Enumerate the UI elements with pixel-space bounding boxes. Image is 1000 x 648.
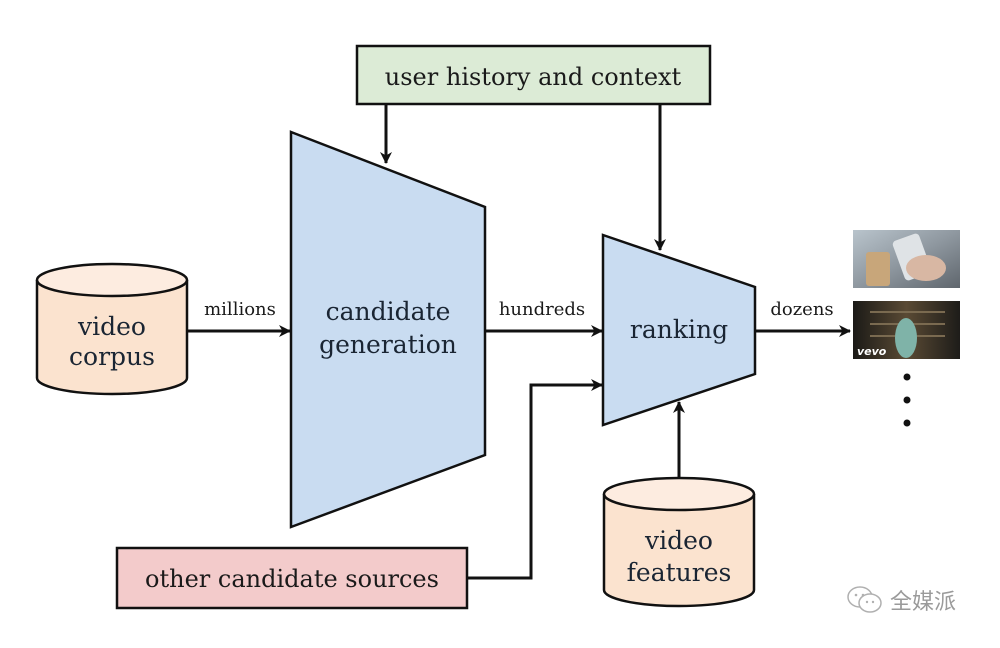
other-sources-node: other candidate sources [115, 546, 469, 610]
arrow-other-sources-to-ranking [467, 379, 603, 580]
video-corpus-label-line2: corpus [69, 342, 155, 371]
ellipsis-dot [903, 396, 911, 404]
ellipsis-dot [903, 373, 911, 381]
video-corpus-label-line1: video [77, 312, 146, 341]
coffee-cup-shape [866, 252, 890, 286]
user-history-label: user history and context [385, 63, 682, 91]
other-sources-label: other candidate sources [145, 565, 439, 593]
dancer-shape [895, 318, 917, 358]
edge-label-millions: millions [204, 299, 276, 320]
watermark: 全媒派 [846, 584, 956, 616]
candidate-generation-node: candidate generation [289, 130, 487, 529]
output-thumbnail-1 [853, 230, 960, 288]
video-features-node: video features [602, 476, 756, 608]
video-corpus-node: video corpus [35, 262, 189, 396]
ranking-label: ranking [630, 315, 728, 344]
edge-label-dozens: dozens [770, 299, 833, 320]
ellipsis-dot [903, 419, 911, 427]
wechat-icon [847, 586, 882, 613]
candidate-generation-label-line1: candidate [326, 297, 451, 326]
ranking-node: ranking [601, 233, 757, 427]
video-features-label-line1: video [644, 526, 713, 555]
watermark-text: 全媒派 [890, 590, 957, 615]
output-thumbnail-2: vevo [853, 301, 960, 359]
candidate-generation-label-line2: generation [319, 330, 457, 359]
hand-shape [906, 255, 946, 281]
video-features-label-line2: features [627, 558, 732, 587]
user-history-node: user history and context [355, 44, 712, 106]
edge-label-hundreds: hundreds [499, 299, 585, 320]
vevo-badge: vevo [857, 345, 887, 358]
